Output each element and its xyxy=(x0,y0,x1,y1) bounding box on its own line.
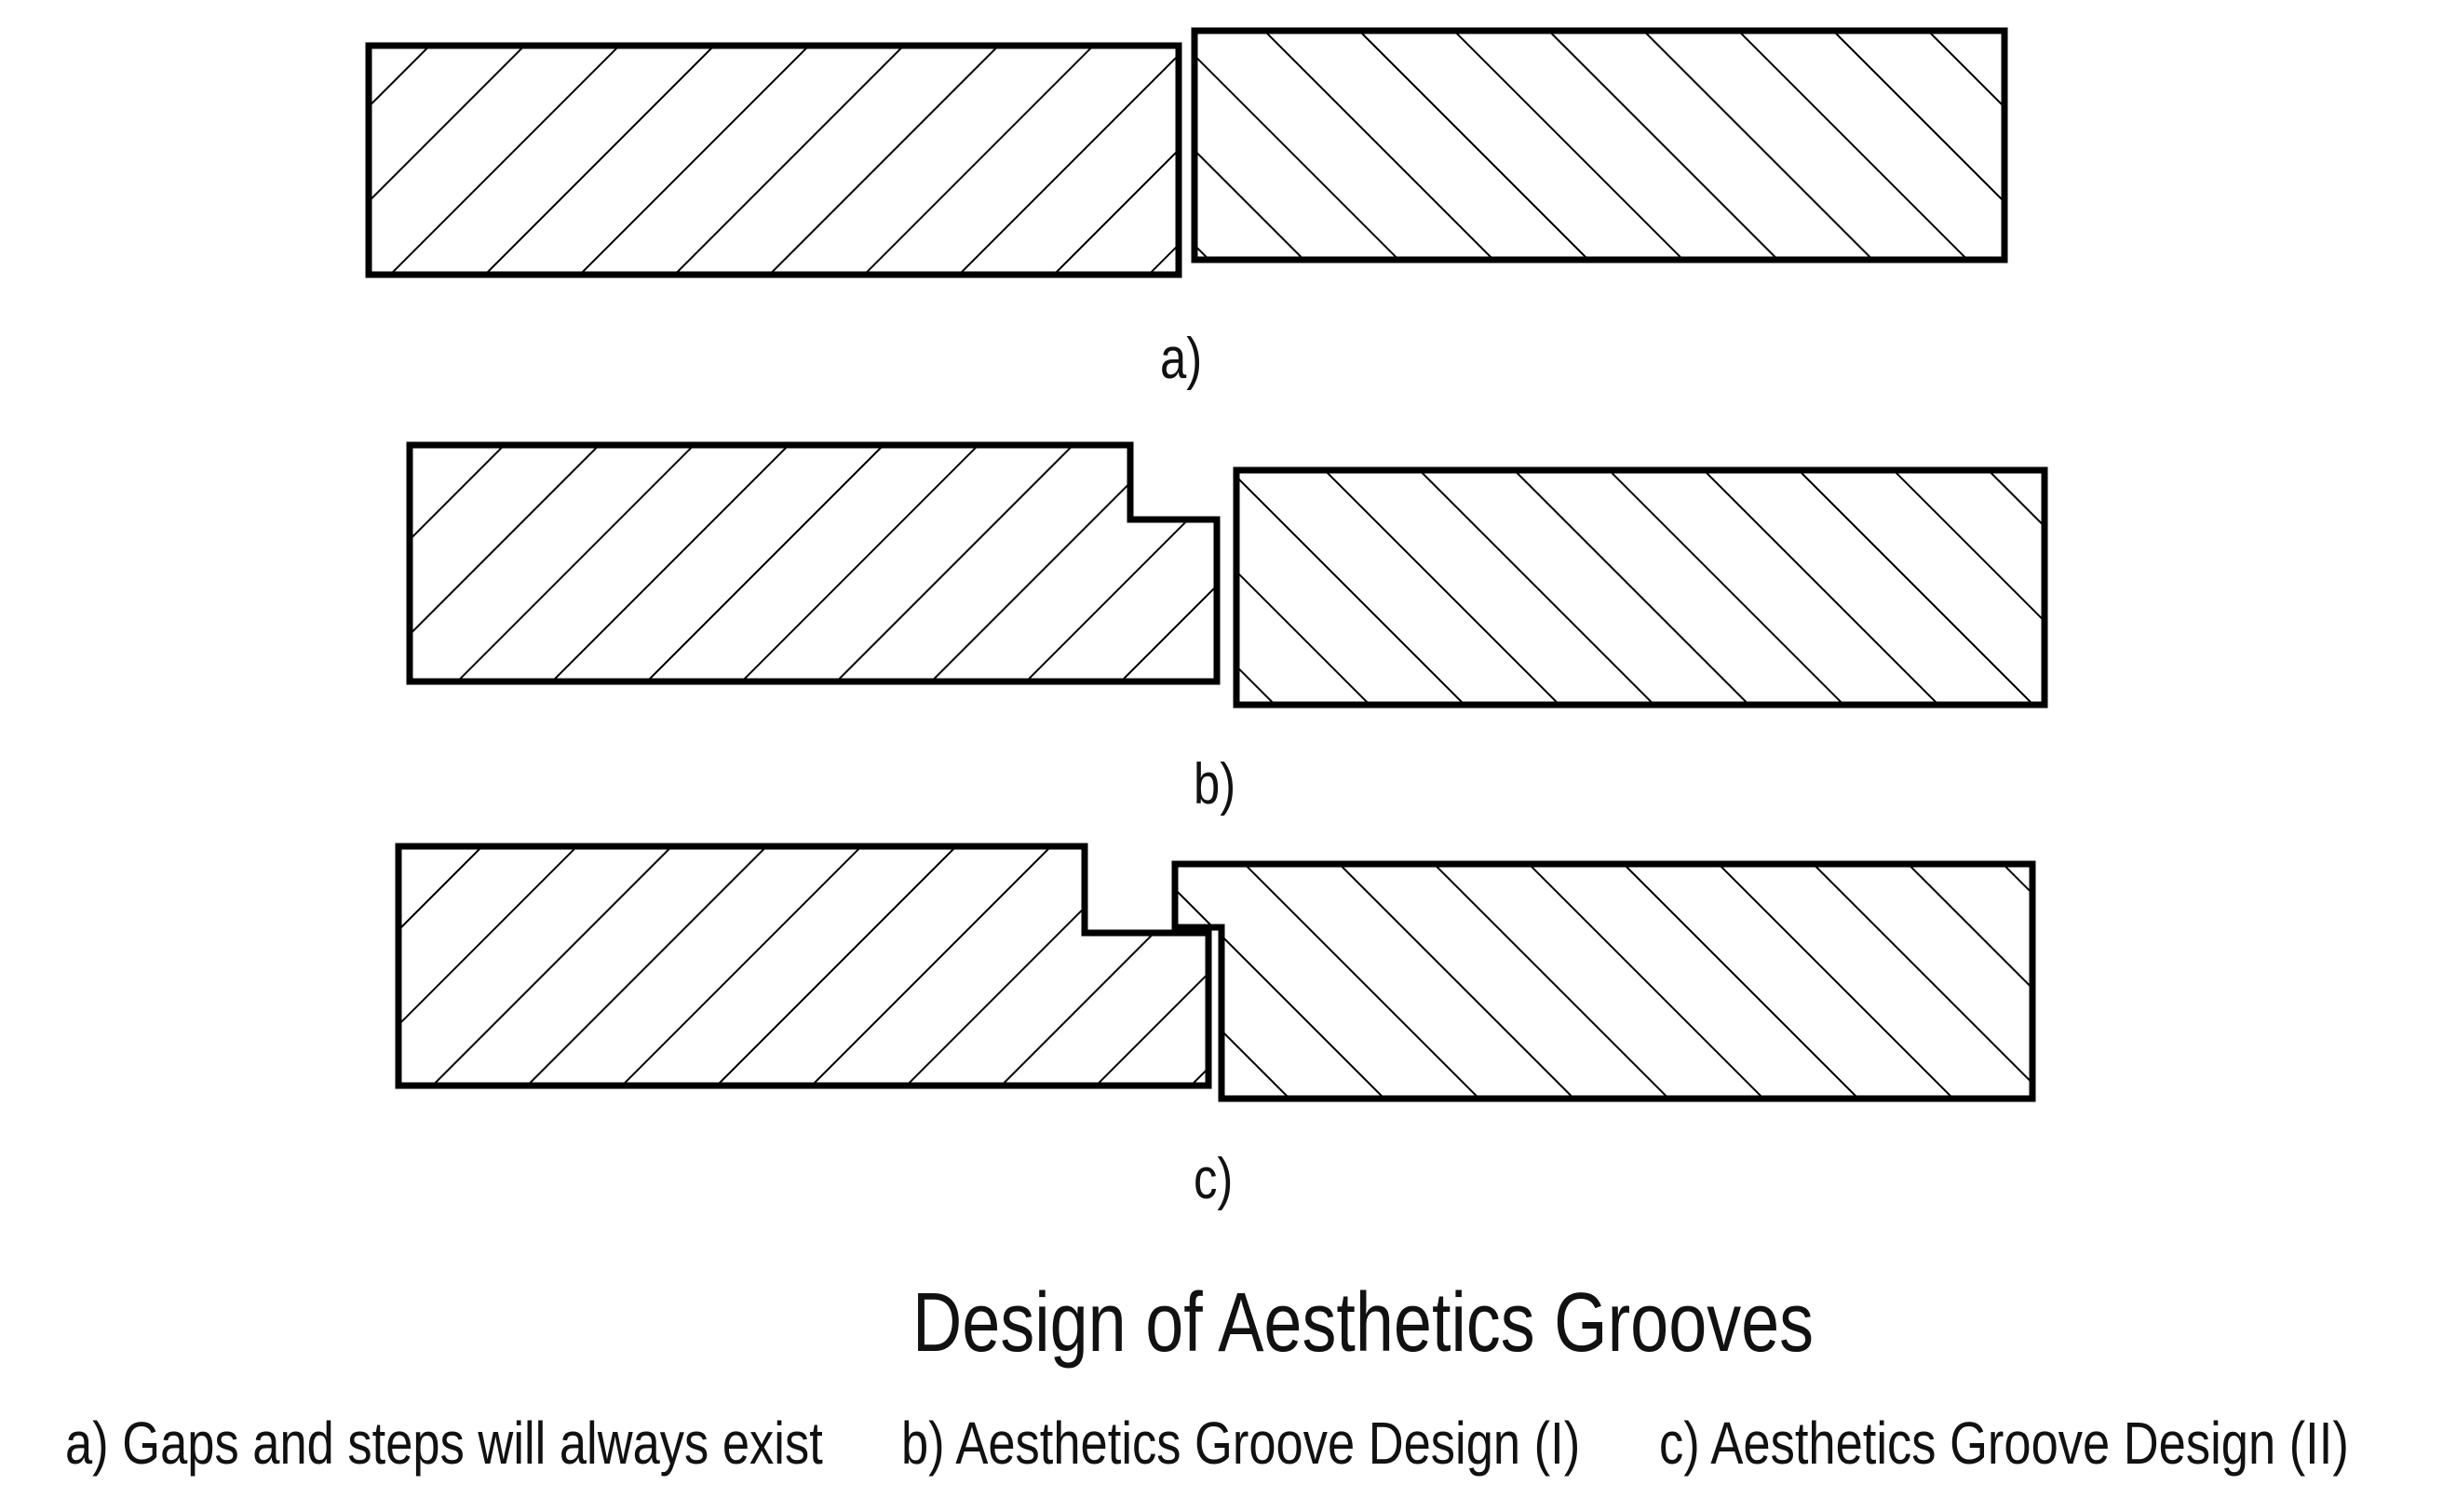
design-c-left-panel xyxy=(395,843,1212,1089)
design-b-group xyxy=(406,441,2048,709)
design-c-right-panel xyxy=(1171,860,2036,1102)
design-c-label: c) xyxy=(1194,1147,1234,1211)
caption-design-c: c) Aesthetics Groove Design (II) xyxy=(1659,1410,2349,1477)
caption-design-a: a) Gaps and steps will always exist xyxy=(65,1410,823,1477)
design-b-left-panel xyxy=(406,441,1221,685)
figure-title: Design of Aesthetics Grooves xyxy=(912,1276,1815,1370)
design-b-right-panel xyxy=(1233,466,2048,709)
design-b-label: b) xyxy=(1194,752,1236,817)
design-a-label: a) xyxy=(1160,327,1203,391)
caption-design-b: b) Aesthetics Groove Design (I) xyxy=(901,1410,1581,1477)
design-c-group xyxy=(395,843,2036,1102)
design-a-right-panel xyxy=(1191,27,2008,263)
design-a-group xyxy=(365,27,2008,278)
design-a-left-panel xyxy=(365,42,1182,278)
